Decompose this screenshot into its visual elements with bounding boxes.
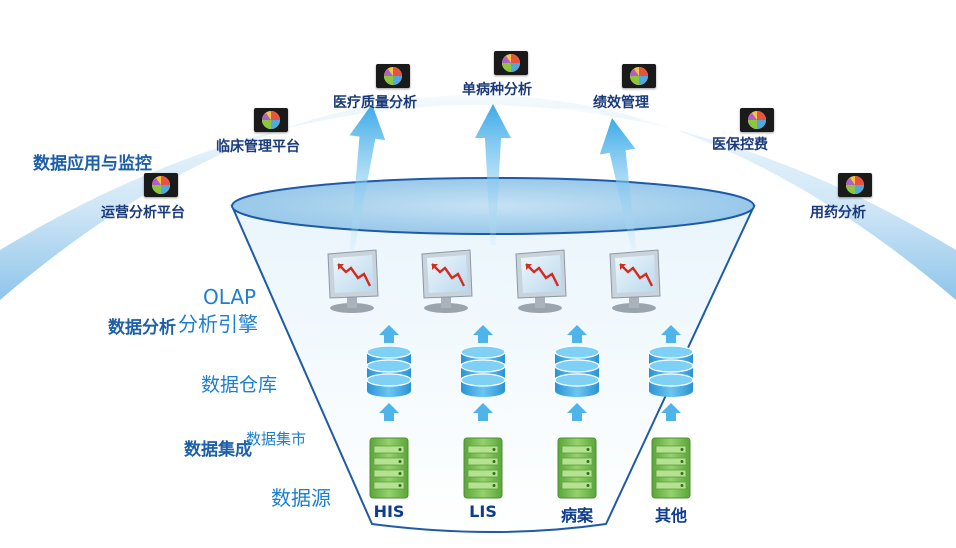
up-arrow-icon [599,118,637,251]
database-icon [648,345,694,397]
app-label: 绩效管理 [593,95,649,111]
source-label: 其他 [654,506,688,525]
up-arrow-icon [661,403,681,421]
monitor-chart-icon [515,249,567,313]
pie-chart-icon [376,64,410,88]
database-icon [366,345,412,397]
warehouse-databases [366,345,694,397]
section-title-application: 数据应用与监控 [33,154,152,174]
server-icon [651,437,691,499]
application-arc [0,95,956,300]
pie-chart-icon [494,51,528,75]
app-label: 运营分析平台 [101,205,185,221]
source-label: HIS [373,502,405,521]
layer-label-olap-engine: 分析引擎 [178,312,258,336]
layer-label-warehouse: 数据仓库 [201,374,278,396]
source-label: LIS [469,502,497,521]
app-label: 单病种分析 [462,82,532,98]
up-arrow-icon [473,325,493,343]
layer-label-olap: OLAP [203,285,257,309]
up-arrow-icon [661,325,681,343]
pie-chart-icon [254,108,288,132]
source-label: 病案 [560,506,594,525]
server-icon [369,437,409,499]
flow-arrows [349,104,637,251]
app-label: 医疗质量分析 [333,95,417,111]
section-title-analysis: 数据分析 [108,318,176,338]
pie-chart-icon [144,173,178,197]
server-icon [557,437,597,499]
up-arrow-icon [567,325,587,343]
layer-label-mart: 数据集市 [246,430,307,448]
app-label: 用药分析 [810,205,866,221]
up-arrow-icon [349,104,386,251]
monitor-chart-icon [421,249,473,313]
app-label: 医保控费 [712,137,768,153]
database-icon [554,345,600,397]
up-arrow-icon [379,403,399,421]
up-arrow-icon [475,104,511,245]
olap-monitors [327,249,661,313]
app-label: 临床管理平台 [216,139,300,155]
up-arrow-icon [379,325,399,343]
section-title-integration: 数据集成 [184,440,252,460]
pie-chart-icon [740,108,774,132]
layer-arrows [379,325,681,421]
pie-chart-icon [622,64,656,88]
monitor-chart-icon [609,249,661,313]
server-icon [463,437,503,499]
pie-chart-icon [838,173,872,197]
database-icon [460,345,506,397]
layer-label-source: 数据源 [271,486,331,510]
source-servers [369,437,691,499]
up-arrow-icon [567,403,587,421]
up-arrow-icon [473,403,493,421]
monitor-chart-icon [327,249,379,313]
